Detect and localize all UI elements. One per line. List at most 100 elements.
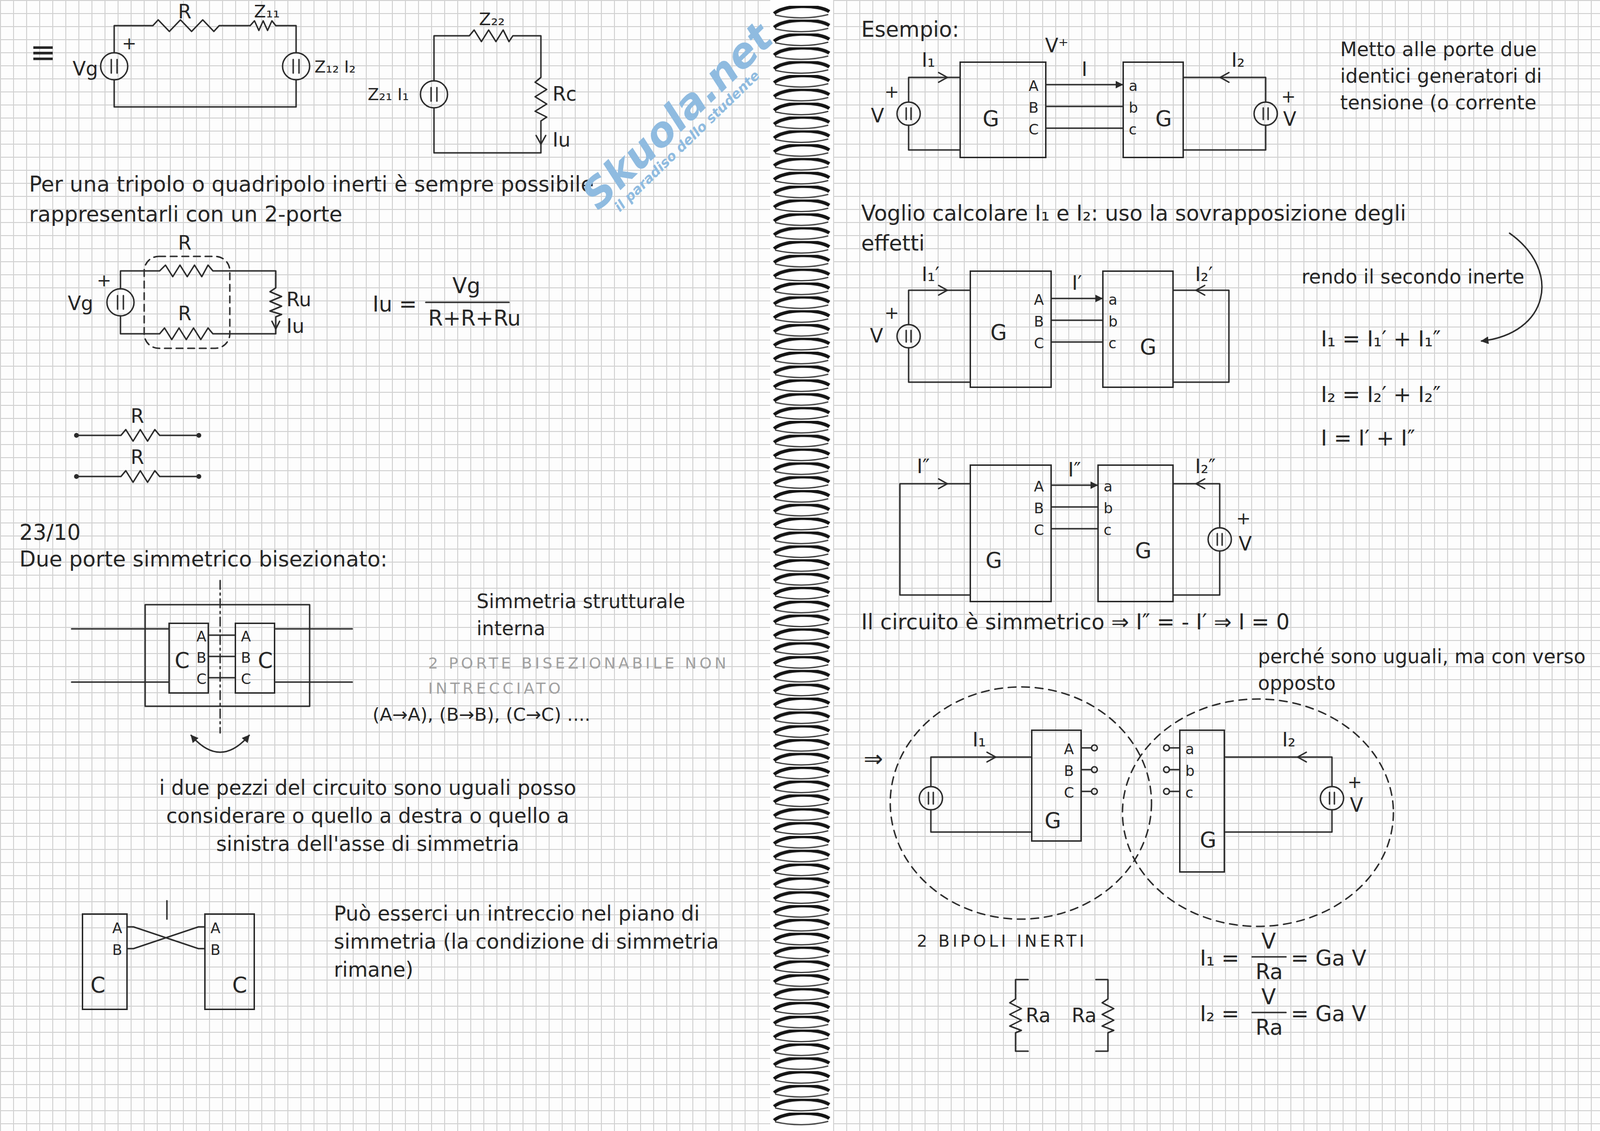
two-port-box: GABC: [969, 270, 1052, 389]
wire-connector: [1051, 506, 1098, 509]
handwritten-note: Simmetria strutturale interna: [476, 587, 748, 643]
pin-name: B: [1033, 313, 1045, 331]
wire-connector: [1051, 319, 1103, 322]
circuit-wires: [536, 135, 546, 145]
pin-name: C: [196, 670, 207, 688]
box-name: G: [985, 548, 1002, 574]
handwritten-note: Iu =: [372, 291, 418, 318]
circuit-wires: [106, 288, 135, 316]
box-name: G: [982, 106, 1000, 133]
handwritten-note: I₂′: [1195, 262, 1213, 286]
circuit-wires: [1173, 483, 1220, 596]
circuit-wires: [1263, 107, 1269, 120]
wire-connector: [1051, 341, 1103, 344]
handwritten-note: Z₂₂: [478, 8, 506, 30]
handwritten-note: I₂″: [1195, 454, 1216, 479]
circuit-wires: [420, 80, 448, 108]
handwritten-note: Voglio calcolare I₁ e I₂: uso la sovrapp…: [861, 198, 1466, 259]
circuit-wires: [1173, 290, 1229, 383]
pin-name: c: [1108, 334, 1117, 353]
two-port-box: GABC: [1031, 729, 1082, 842]
pin-name: a: [1108, 291, 1118, 309]
handwritten-note: Ra: [1255, 959, 1284, 986]
pin-name: B: [1028, 99, 1039, 117]
two-port-box: abcG: [1179, 729, 1226, 873]
handwritten-note: 23/10: [19, 520, 81, 546]
wire-connector: [1051, 298, 1103, 300]
wire-connector: [1051, 528, 1098, 530]
circuit-wires: [1297, 752, 1307, 763]
current-label: I: [1081, 57, 1088, 81]
handwritten-note: R+R+Ru: [428, 305, 521, 332]
handwritten-note: Z₁₁: [254, 0, 281, 22]
handwritten-note: R: [178, 301, 192, 326]
handwritten-note: Vg: [67, 291, 94, 315]
handwritten-note: I₁ =: [1199, 945, 1240, 972]
terminal-dots: [196, 474, 202, 479]
handwritten-note: Due porte simmetrico bisezionato:: [19, 546, 388, 573]
circuit-wires: [890, 687, 1152, 920]
handwritten-note: I″: [916, 454, 930, 479]
two-port-box: abcG: [1102, 270, 1174, 389]
pin-name: A: [196, 628, 207, 646]
handwritten-note: i due pezzi del circuito sono uguali pos…: [149, 774, 586, 859]
box-name: C: [90, 972, 106, 999]
wire-connector: [209, 656, 235, 658]
two-port-box: ABC: [81, 913, 128, 1011]
circuit-wires: [144, 256, 230, 349]
circuit-wires: [100, 52, 128, 80]
handwritten-note: Iu: [286, 314, 305, 338]
handwritten-note: +: [1347, 771, 1362, 793]
circuit-wires: [1220, 72, 1229, 83]
pin-name: C: [1033, 521, 1045, 539]
two-port-box: GABC: [969, 464, 1052, 603]
handwritten-note: Vg: [72, 57, 99, 81]
handwritten-note: V: [869, 324, 883, 348]
circuit-wires: [919, 786, 943, 810]
handwritten-note: Vg: [452, 273, 481, 300]
wire-connector: [127, 927, 205, 949]
handwritten-note: Iu: [552, 128, 571, 152]
handwritten-note: R: [130, 445, 145, 469]
circuit-wires: [897, 102, 921, 126]
handwritten-note: +: [1236, 508, 1251, 529]
two-port-box: abcG: [1097, 464, 1174, 603]
pin-name: B: [112, 941, 123, 959]
box-name: C: [257, 648, 273, 674]
handwritten-note: ≡: [29, 33, 57, 72]
handwritten-note: Z₂₁ I₁: [367, 84, 409, 105]
box-name: G: [1044, 808, 1062, 835]
handwritten-note: V: [1283, 107, 1297, 131]
circuit-wires: [1163, 766, 1170, 773]
pin-name: A: [1033, 291, 1045, 309]
circuit-wires: [899, 483, 970, 596]
circuit-wires: [76, 429, 199, 442]
circuit-wires: [1122, 699, 1394, 927]
handwritten-note: Rc: [552, 82, 577, 106]
wire-connector: [1051, 484, 1098, 487]
two-port-box: abcG: [1122, 61, 1184, 159]
circuit-wires: [938, 72, 948, 83]
circuit-wires: [897, 324, 921, 348]
handwritten-note: Z₁₂ I₂: [314, 57, 356, 77]
handwritten-note: +: [1281, 86, 1296, 107]
pin-name: a: [1128, 77, 1138, 95]
handwritten-note: Metto alle porte due identici generatori…: [1340, 36, 1583, 117]
circuit-wires: [938, 285, 948, 296]
two-port-box: GABC: [959, 61, 1047, 159]
handwritten-note: R: [178, 231, 192, 255]
handwritten-note: R: [178, 0, 192, 24]
handwritten-note: R: [130, 404, 145, 428]
circuit-wires: [1254, 102, 1278, 126]
wire-connector: [209, 677, 235, 679]
handwritten-note: ⇒: [863, 745, 883, 774]
wire-connector: [127, 927, 205, 949]
handwritten-note: V: [1349, 793, 1363, 817]
circuit-wires: [282, 52, 310, 80]
handwritten-note: = Ga V: [1290, 1001, 1367, 1028]
circuit-wires: [1091, 766, 1098, 773]
pin-name: a: [1185, 740, 1195, 759]
circuit-wires: [1329, 792, 1335, 805]
circuit-wires: [908, 77, 960, 150]
